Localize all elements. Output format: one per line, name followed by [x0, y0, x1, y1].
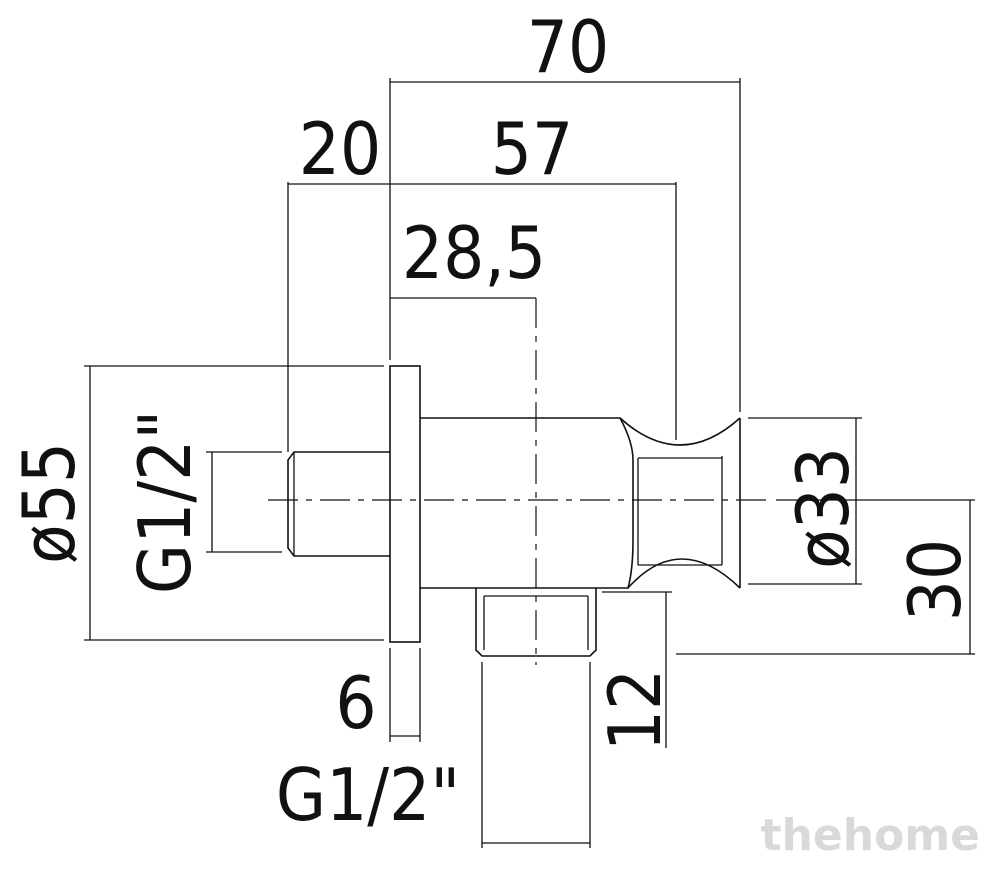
dim-label-55: ø55 — [7, 442, 91, 564]
dimension-lines — [84, 78, 975, 848]
holder-cradle-bottom — [627, 558, 741, 589]
dim-label-28-5: 28,5 — [402, 211, 546, 295]
dim-label-outlet-thread: G1/2" — [276, 753, 460, 837]
outlet-nipple — [475, 588, 597, 657]
inlet-spigot — [287, 451, 390, 557]
dim-label-inlet-thread: G1/2" — [123, 410, 207, 594]
part-outline — [287, 365, 741, 657]
dim-label-30: 30 — [893, 539, 977, 621]
holder-cradle-top — [619, 417, 741, 446]
watermark-logo: thehome — [761, 810, 980, 861]
dim-label-20: 20 — [299, 107, 381, 191]
dim-label-6: 6 — [335, 661, 376, 745]
flange — [389, 365, 421, 643]
dim-label-12: 12 — [593, 669, 677, 751]
dim-label-33: ø33 — [781, 447, 865, 569]
dim-label-70: 70 — [527, 5, 609, 89]
body — [420, 417, 634, 589]
dim-label-57: 57 — [491, 107, 573, 191]
